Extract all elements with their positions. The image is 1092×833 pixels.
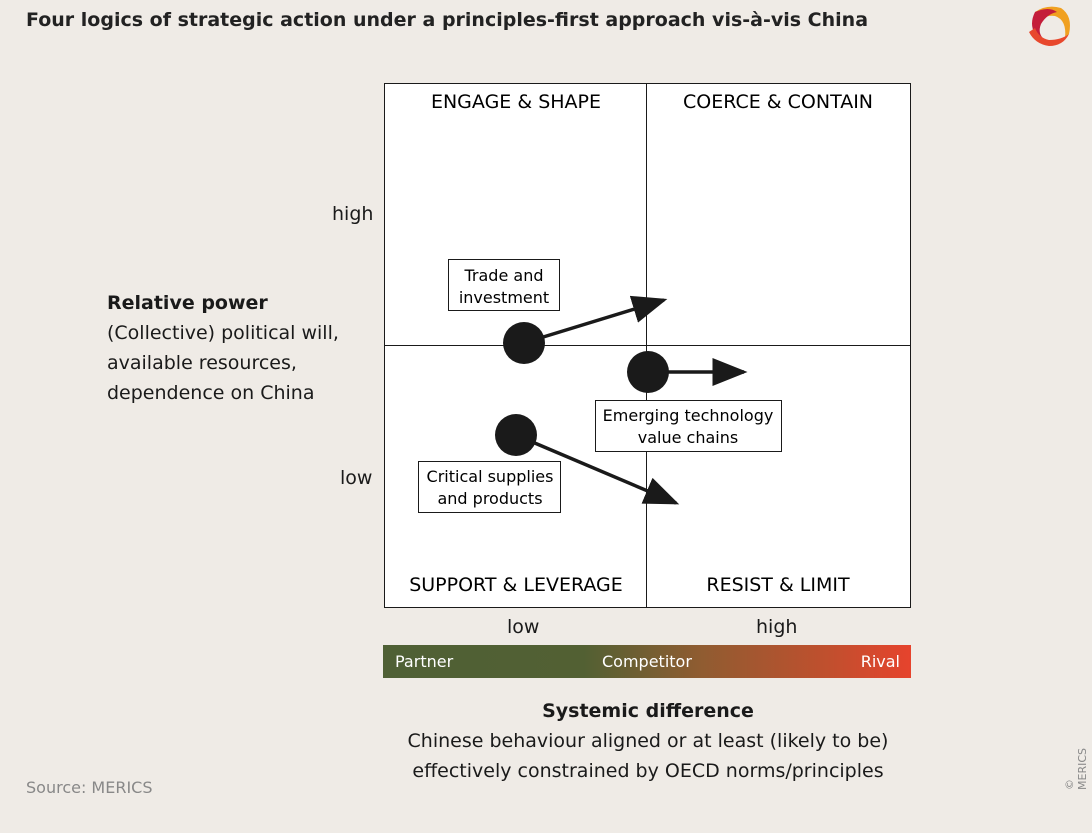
- spectrum-partner: Partner: [395, 652, 454, 671]
- y-axis-heading: Relative power: [107, 292, 268, 314]
- x-tick-high: high: [756, 616, 798, 638]
- quadrant-resist-limit: RESIST & LIMIT: [706, 574, 850, 596]
- label-line: Trade and: [464, 266, 544, 285]
- label-line: Critical supplies: [427, 467, 554, 486]
- label-line: Emerging technology: [603, 406, 774, 425]
- arrow-supplies: [529, 439, 680, 505]
- label-tech: Emerging technology value chains: [595, 400, 782, 452]
- quadrant-engage-shape: ENGAGE & SHAPE: [431, 91, 601, 113]
- label-line: and products: [437, 489, 542, 508]
- source-note: Source: MERICS: [26, 778, 153, 797]
- x-axis-line: effectively constrained by OECD norms/pr…: [412, 760, 884, 782]
- dot-trade: [503, 322, 545, 364]
- label-line: value chains: [638, 428, 738, 447]
- spectrum-rival: Rival: [860, 652, 900, 671]
- label-trade: Trade and investment: [448, 259, 560, 311]
- spectrum-competitor: Competitor: [602, 652, 692, 671]
- x-tick-low: low: [507, 616, 540, 638]
- y-axis-line: dependence on China: [107, 382, 315, 404]
- x-axis-line: Chinese behaviour aligned or at least (l…: [407, 730, 889, 752]
- x-axis-label: Systemic difference Chinese behaviour al…: [383, 696, 913, 786]
- spectrum-bar: Partner Competitor Rival: [383, 645, 911, 678]
- label-line: investment: [459, 288, 549, 307]
- x-axis-heading: Systemic difference: [542, 700, 754, 722]
- chart-title: Four logics of strategic action under a …: [26, 9, 869, 31]
- quadrant-coerce-contain: COERCE & CONTAIN: [683, 91, 873, 113]
- copyright: © MERICS: [1063, 748, 1089, 790]
- y-tick-high: high: [332, 203, 374, 225]
- y-axis-label: Relative power (Collective) political wi…: [107, 288, 339, 408]
- quadrant-support-leverage: SUPPORT & LEVERAGE: [409, 574, 623, 596]
- arrow-trade: [539, 295, 668, 340]
- y-axis-line: (Collective) political will,: [107, 322, 339, 344]
- y-tick-low: low: [340, 467, 373, 489]
- dot-tech: [627, 351, 669, 393]
- label-supplies: Critical supplies and products: [418, 461, 561, 513]
- dot-supplies: [495, 414, 537, 456]
- y-axis-line: available resources,: [107, 352, 297, 374]
- logo: [1029, 6, 1070, 46]
